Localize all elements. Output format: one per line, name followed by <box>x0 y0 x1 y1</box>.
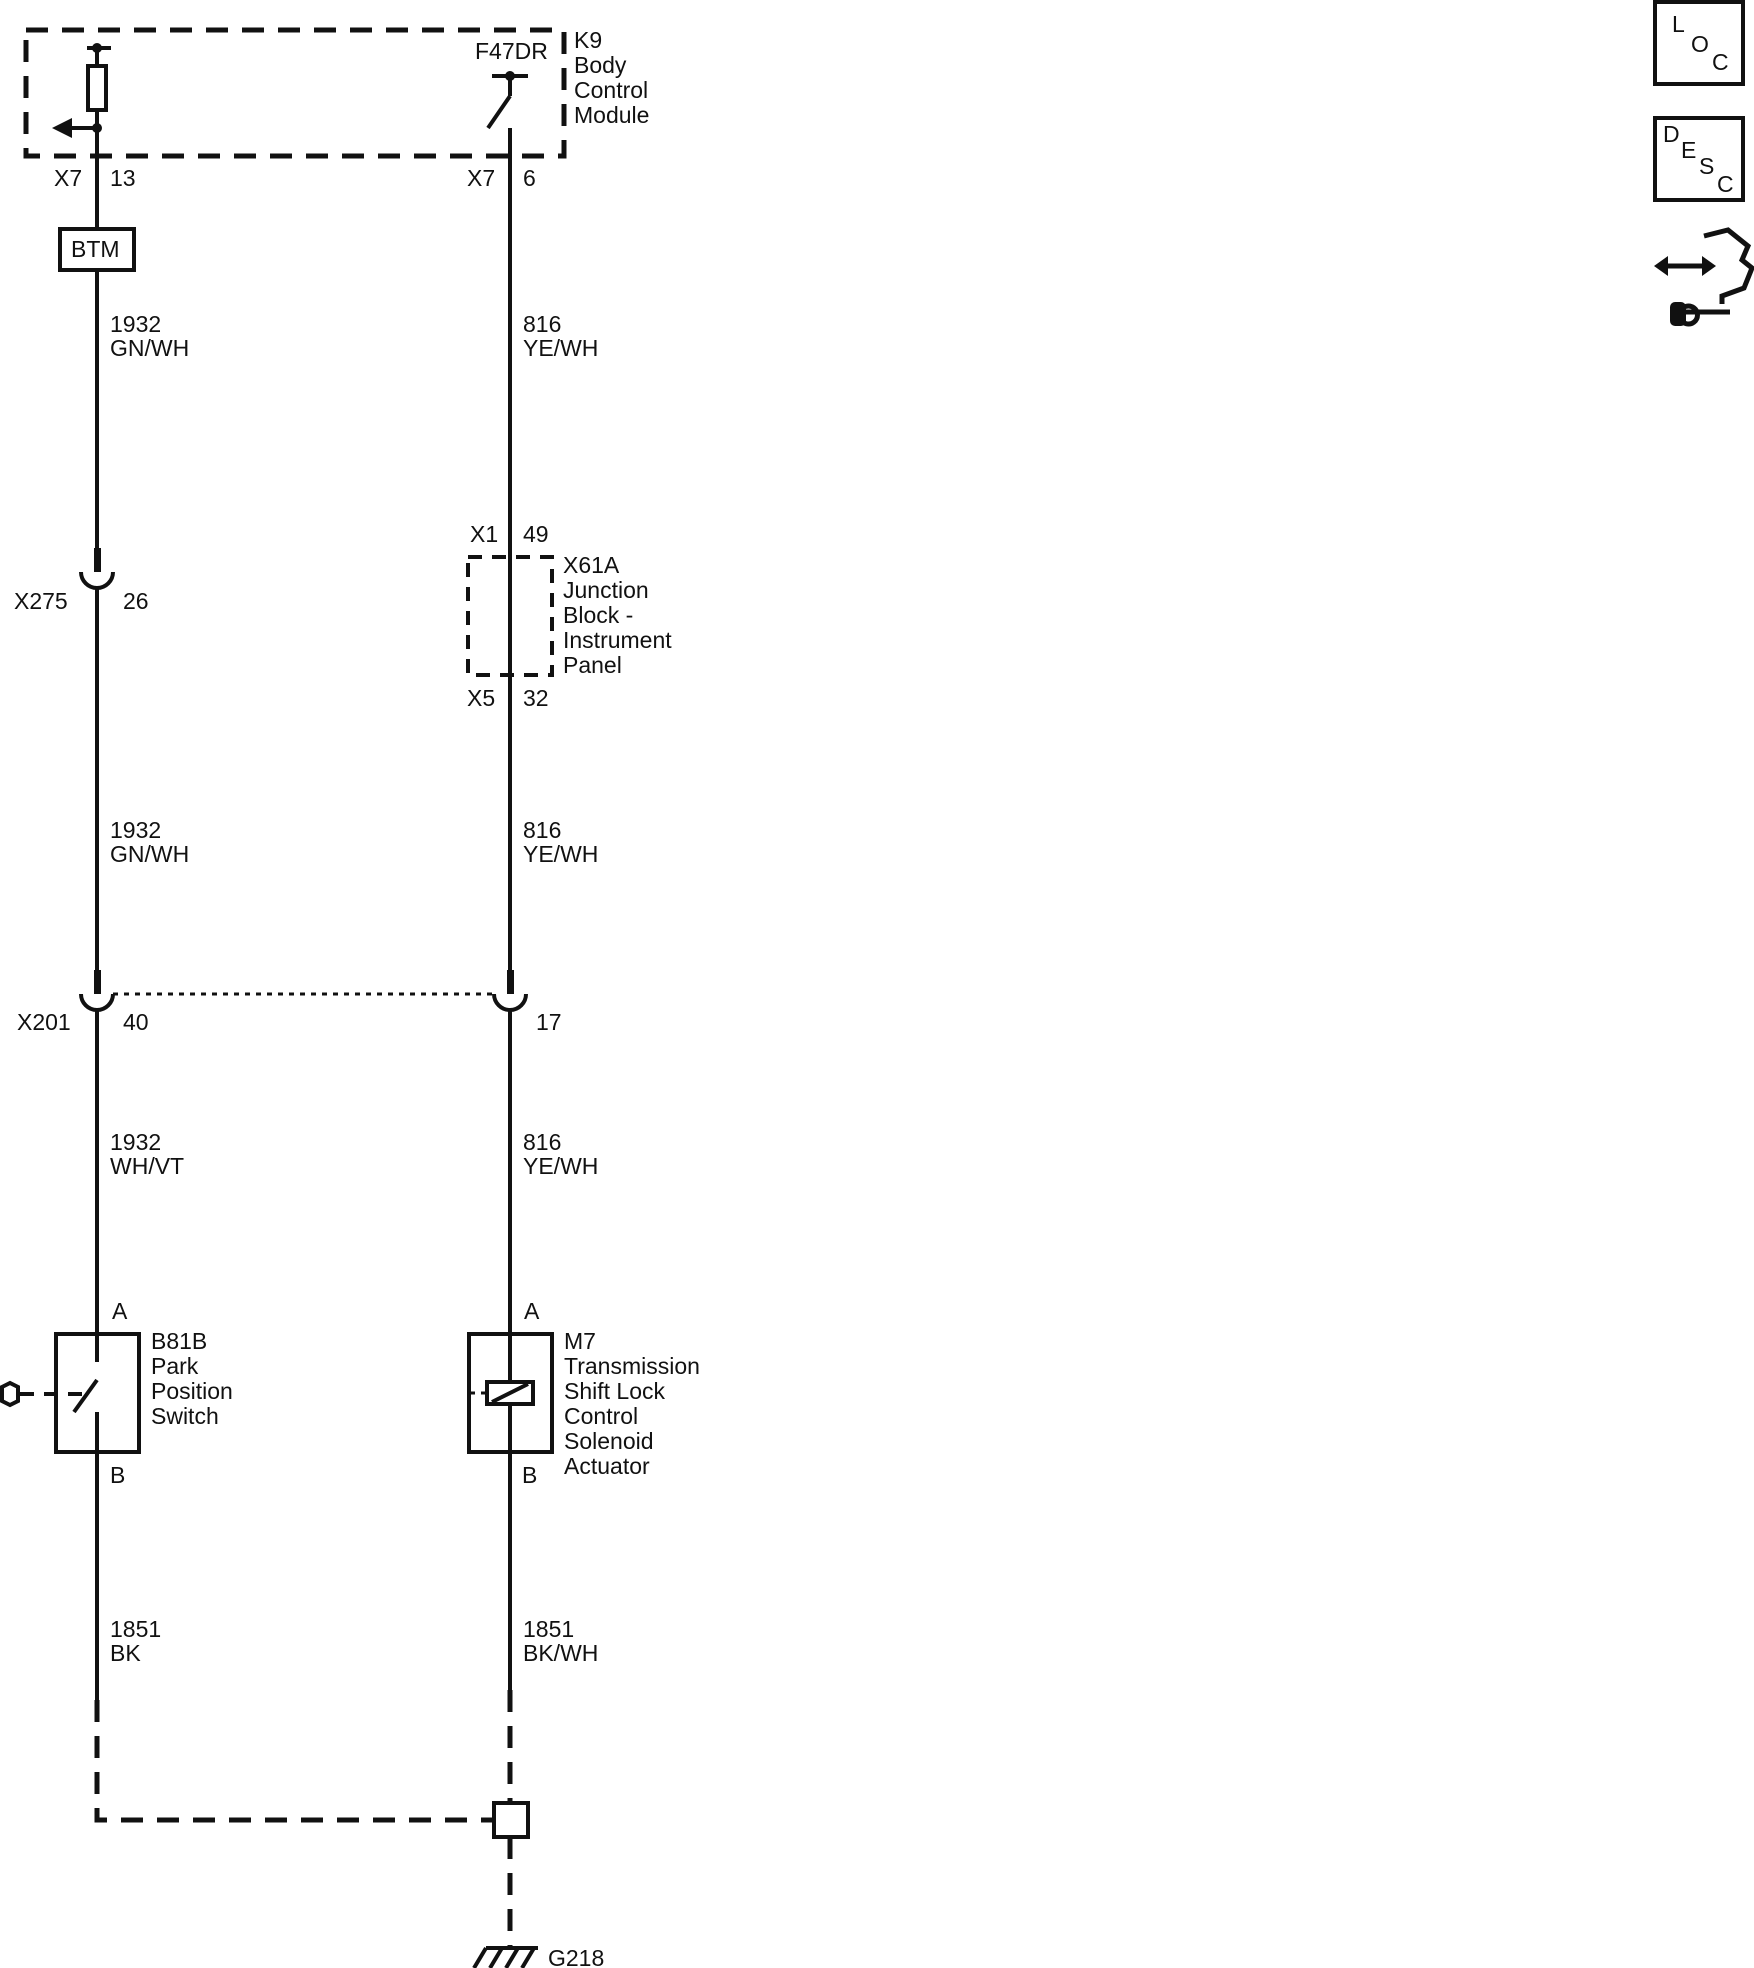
x275-pin: 26 <box>123 588 149 614</box>
k9-left-conn: X7 <box>54 165 82 191</box>
k9-right-pin: 6 <box>523 165 536 191</box>
w1-circuit: 1932 <box>110 311 161 337</box>
w7-color: YE/WH <box>523 1153 598 1179</box>
w2-circuit: 1932 <box>110 817 161 843</box>
connector-x275[interactable]: X275 26 <box>14 548 149 614</box>
loc-button[interactable]: L O C <box>1653 0 1745 86</box>
component-b81b[interactable]: A B B81B Park Position Switch <box>0 1298 233 1488</box>
m7-name-line-5: Actuator <box>564 1453 650 1479</box>
k9-name-line-1: Body <box>574 52 627 78</box>
w2-color: GN/WH <box>110 841 189 867</box>
w6-color: YE/WH <box>523 841 598 867</box>
module-k9[interactable]: K9 Body Control Module F47DR <box>23 27 649 159</box>
x201-pin-left: 40 <box>123 1009 149 1035</box>
w7-circuit: 816 <box>523 1129 561 1155</box>
k9-internal-switch <box>486 71 528 160</box>
x201-pin-right: 17 <box>536 1009 562 1035</box>
ground-g218[interactable]: G218 <box>472 1945 604 1968</box>
b81b-pin-b: B <box>110 1462 125 1488</box>
m7-pin-a: A <box>524 1298 540 1324</box>
w8-circuit: 1851 <box>523 1616 574 1642</box>
w8-color: BK/WH <box>523 1640 598 1666</box>
w3-color: WH/VT <box>110 1153 184 1179</box>
x61a-bottom-conn: X5 <box>467 685 495 711</box>
w1-color: GN/WH <box>110 335 189 361</box>
fuse-label: F47DR <box>475 38 548 64</box>
output-arrow-icon <box>52 118 72 138</box>
mechanical-link-icon <box>0 1380 20 1408</box>
x201-id: X201 <box>17 1009 71 1035</box>
ground-id: G218 <box>548 1945 604 1968</box>
b81b-pin-a: A <box>112 1298 128 1324</box>
w4-color: BK <box>110 1640 141 1666</box>
k9-internal-resistor <box>52 43 111 160</box>
x61a-bottom-pin: 32 <box>523 685 549 711</box>
b81b-name-line-3: Switch <box>151 1403 219 1429</box>
m7-id: M7 <box>564 1328 596 1354</box>
desc-button[interactable]: D E S C <box>1653 116 1745 202</box>
k9-name-line-3: Module <box>574 102 649 128</box>
loc-letter-2: O <box>1691 31 1709 57</box>
junction-block-x61a[interactable]: X1 49 X61A Junction Block - Instrument P… <box>466 521 672 711</box>
w4-circuit: 1851 <box>110 1616 161 1642</box>
b81b-id: B81B <box>151 1328 207 1354</box>
loc-letter-1: L <box>1672 11 1685 37</box>
m7-name-line-2: Shift Lock <box>564 1378 665 1404</box>
w6-circuit: 816 <box>523 817 561 843</box>
m7-name-line-3: Control <box>564 1403 638 1429</box>
x61a-top-pin: 49 <box>523 521 549 547</box>
desc-letter-4: C <box>1717 171 1734 197</box>
x61a-name-line-4: Panel <box>563 652 622 678</box>
b81b-name-line-1: Park <box>151 1353 199 1379</box>
k9-left-pin: 13 <box>110 165 136 191</box>
desc-letter-3: S <box>1699 153 1714 179</box>
m7-name-line-1: Transmission <box>564 1353 700 1379</box>
w5-color: YE/WH <box>523 335 598 361</box>
k9-id: K9 <box>574 27 602 53</box>
ground-splice[interactable] <box>94 1690 530 1948</box>
loc-letter-3: C <box>1712 49 1729 75</box>
k9-right-conn: X7 <box>467 165 495 191</box>
k9-outline <box>23 27 567 159</box>
w5-circuit: 816 <box>523 311 561 337</box>
component-m7[interactable]: A B M7 Transmission Shift Lock Control S… <box>467 1298 700 1488</box>
b81b-name-line-2: Position <box>151 1378 233 1404</box>
desc-letter-2: E <box>1681 137 1696 163</box>
x61a-name-line-3: Instrument <box>563 627 672 653</box>
m7-pin-b: B <box>522 1462 537 1488</box>
x61a-top-conn: X1 <box>470 521 498 547</box>
desc-letter-1: D <box>1663 121 1680 147</box>
w3-circuit: 1932 <box>110 1129 161 1155</box>
x61a-name-line-2: Block - <box>563 602 633 628</box>
x275-id: X275 <box>14 588 68 614</box>
x61a-name-line-1: Junction <box>563 577 649 603</box>
x61a-id: X61A <box>563 552 620 578</box>
btm-box[interactable]: BTM <box>58 227 136 272</box>
connector-repair-icon[interactable] <box>1654 227 1754 327</box>
btm-label: BTM <box>71 236 120 262</box>
m7-name-line-4: Solenoid <box>564 1428 654 1454</box>
k9-name-line-2: Control <box>574 77 648 103</box>
